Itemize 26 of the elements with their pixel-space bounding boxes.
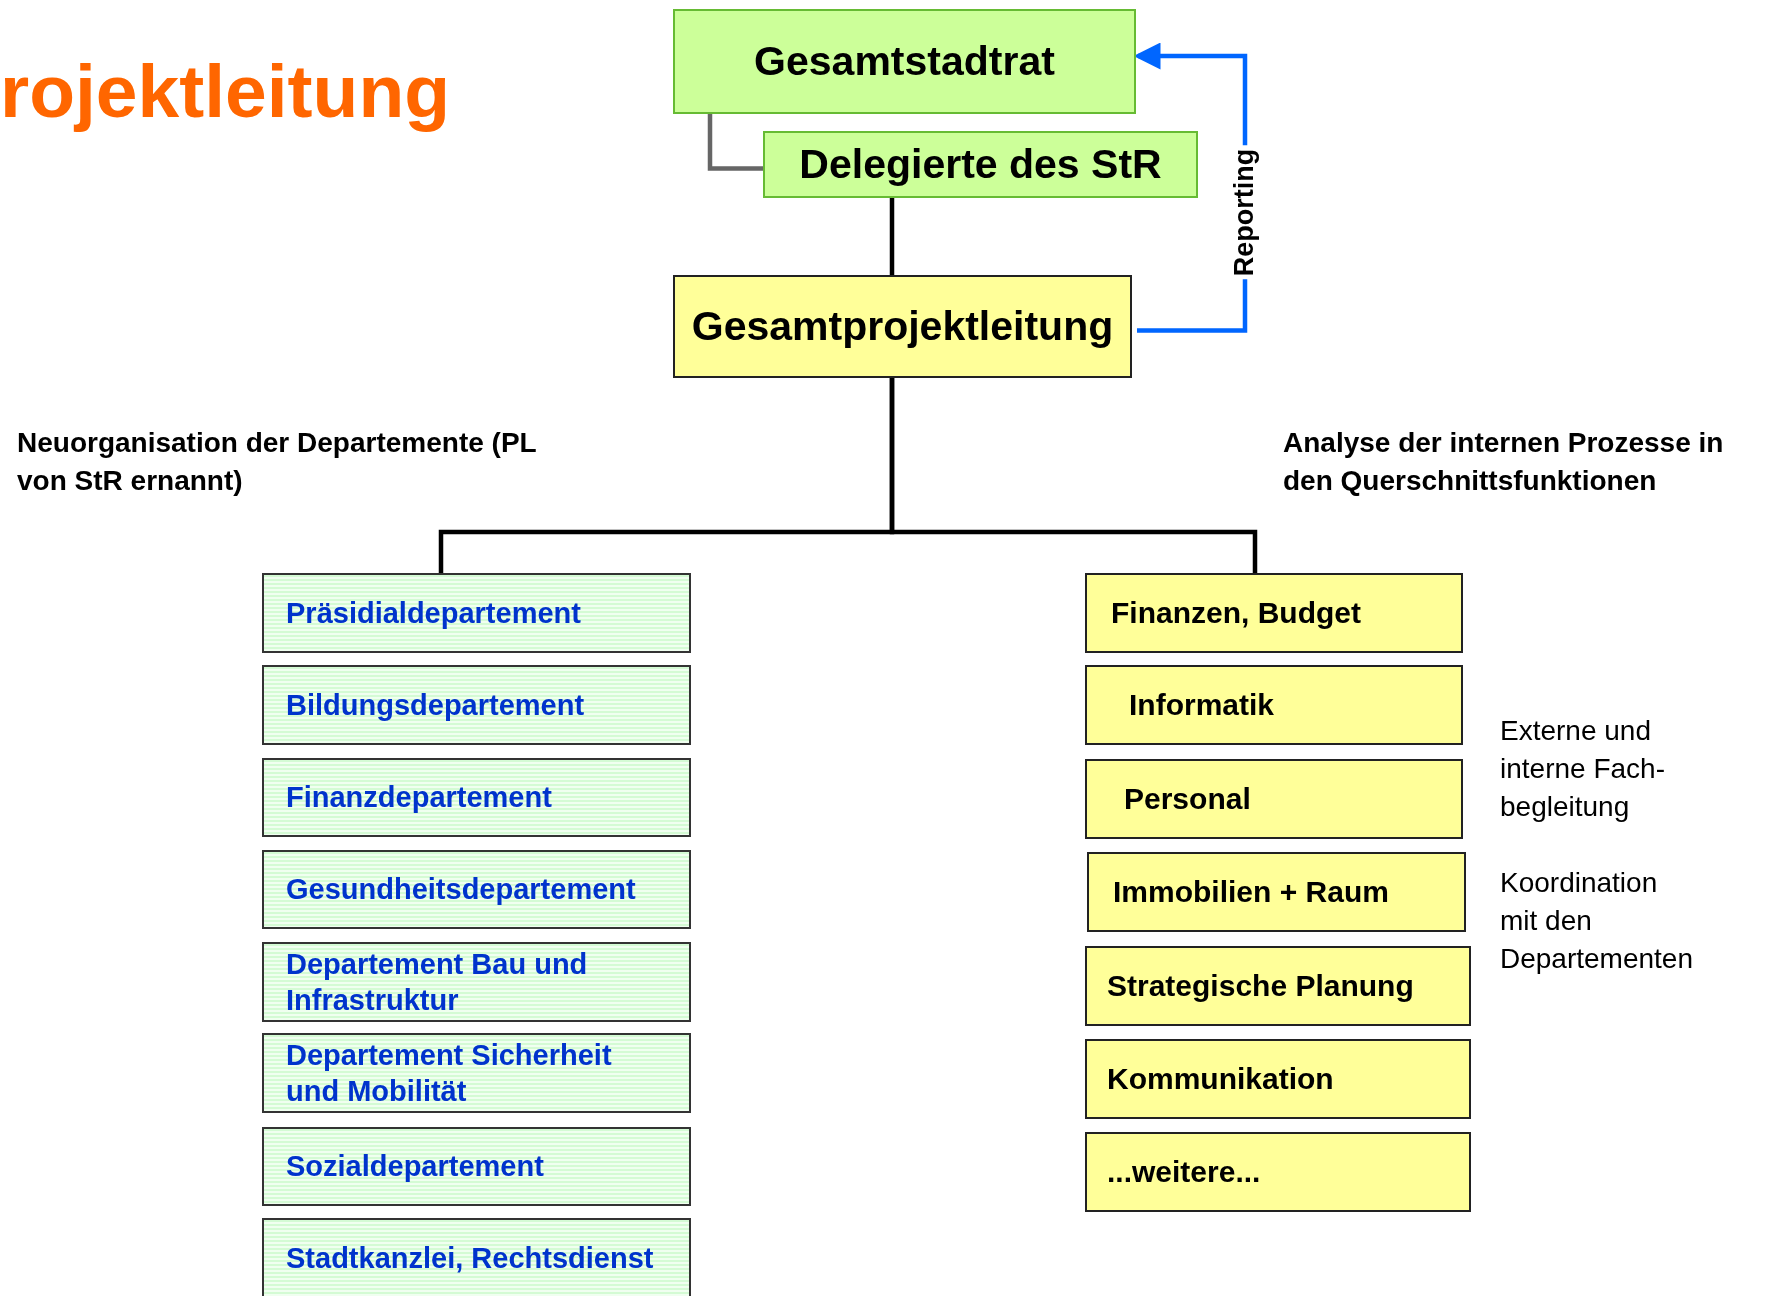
function-box: Finanzen, Budget <box>1085 573 1463 653</box>
function-box: Strategische Planung <box>1085 946 1471 1026</box>
connector-line <box>707 114 763 171</box>
department-box: Departement Sicherheit und Mobilität <box>262 1033 691 1113</box>
function-box: Informatik <box>1085 665 1463 745</box>
connector-line <box>889 198 895 275</box>
function-box: Kommunikation <box>1085 1039 1471 1119</box>
department-box: Finanzdepartement <box>262 758 691 837</box>
department-box: Präsidialdepartement <box>262 573 691 653</box>
department-box: Gesundheitsdepartement <box>262 850 691 929</box>
note-text: Koordination mit den Departementen <box>1500 866 1690 976</box>
function-box: ...weitere... <box>1085 1132 1471 1212</box>
section-heading: Analyse der internen Prozesse in den Querschnittsfunktionen <box>1283 426 1725 498</box>
note-text: Externe und interne Fach- begleitung <box>1500 714 1666 824</box>
function-box: Immobilien + Raum <box>1087 852 1466 932</box>
project-lead-box: Gesamtprojektleitung <box>673 275 1132 378</box>
council-box: Delegierte des StR <box>763 131 1198 198</box>
page-title: rojektleitung <box>0 48 451 134</box>
section-heading: Neuorganisation der Departemente (PL von StR ernannt) <box>17 426 538 498</box>
department-box: Stadtkanzlei, Rechtsdienst <box>262 1218 691 1296</box>
function-box: Personal <box>1085 759 1463 839</box>
council-box: Gesamtstadtrat <box>673 9 1136 114</box>
department-box: Departement Bau und Infrastruktur <box>262 942 691 1022</box>
department-box: Bildungsdepartement <box>262 665 691 745</box>
connector-line <box>889 378 1258 573</box>
department-box: Sozialdepartement <box>262 1127 691 1206</box>
